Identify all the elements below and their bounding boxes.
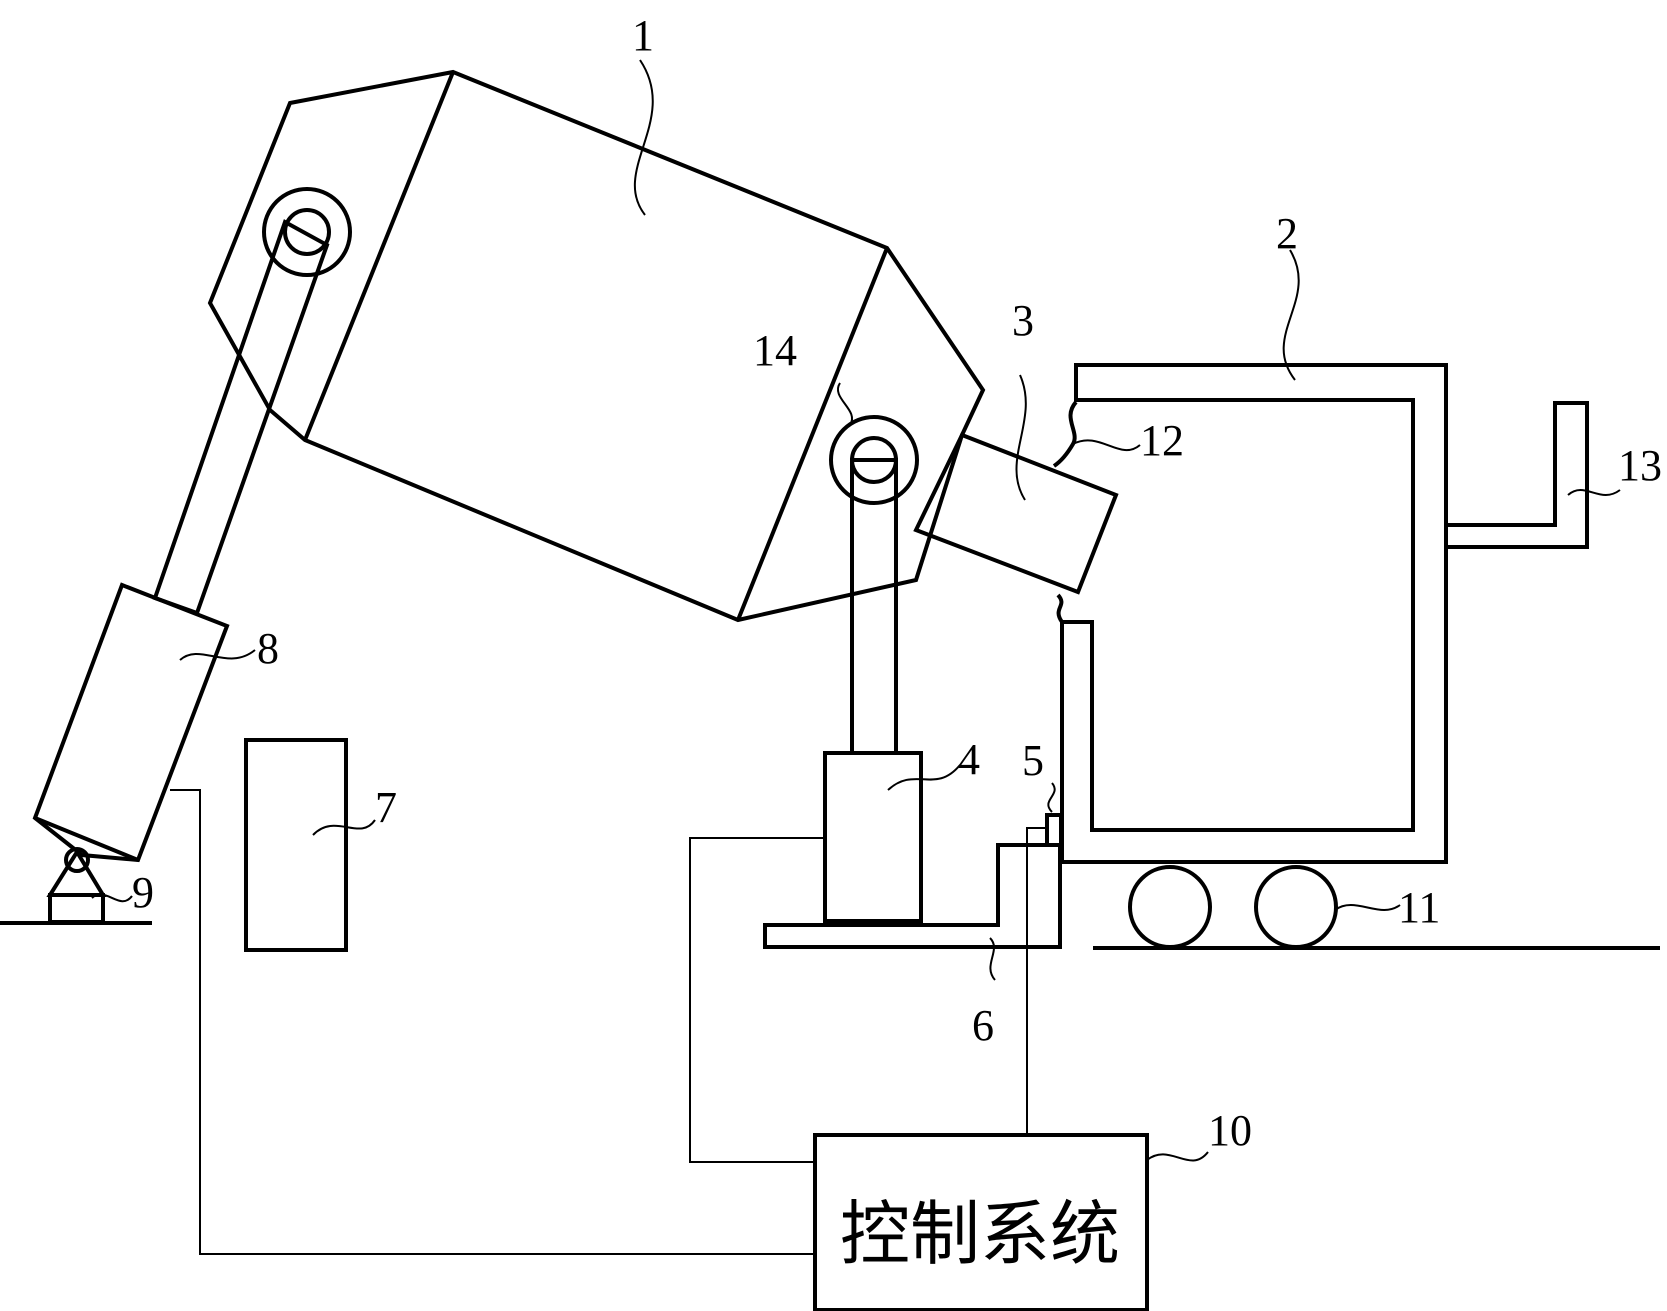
leader-1 [633, 59, 654, 216]
label-1: 1 [632, 11, 654, 60]
leader-12 [1072, 439, 1141, 452]
wheel-left [1128, 865, 1212, 949]
leader-2 [1282, 249, 1300, 381]
label-3: 3 [1012, 296, 1034, 345]
label-6: 6 [972, 1001, 994, 1050]
label-5: 5 [1022, 736, 1044, 785]
leader-10 [1146, 1151, 1209, 1162]
label-11: 11 [1398, 883, 1440, 932]
left-lift-rod [152, 219, 330, 616]
wheel-right [1254, 865, 1338, 949]
hinge-base [46, 847, 107, 924]
drive-unit-4 [823, 751, 923, 923]
control-system-box [813, 1133, 1149, 1311]
base-platform [763, 843, 1062, 949]
label-8: 8 [257, 624, 279, 673]
label-12: 12 [1140, 416, 1184, 465]
wire-sensor-to-control [1026, 827, 1047, 1135]
leader-3 [1015, 374, 1027, 501]
leader-5 [1047, 782, 1056, 813]
mixing-drum [207, 69, 986, 623]
label-10: 10 [1208, 1106, 1252, 1155]
label-13: 13 [1618, 441, 1662, 490]
leader-11 [1334, 904, 1401, 911]
leader-9 [91, 893, 133, 903]
leader-14 [837, 382, 853, 426]
lift-cylinder [32, 582, 230, 863]
truck-handle [1446, 401, 1589, 549]
left-pivot-joint [262, 187, 352, 277]
label-9: 9 [132, 868, 154, 917]
label-7: 7 [375, 783, 397, 832]
truck-body [1052, 363, 1448, 864]
wire-cylinder-to-control [170, 789, 815, 1255]
control-system-text: 控制系统 [840, 1193, 1120, 1275]
leader-7 [312, 819, 376, 836]
label-14: 14 [753, 326, 797, 375]
leader-13 [1567, 489, 1621, 496]
label-4: 4 [958, 735, 980, 784]
discharge-chute [913, 432, 1119, 595]
label-2: 2 [1276, 209, 1298, 258]
leader-8 [179, 649, 256, 661]
leader-4 [887, 764, 961, 791]
leader-6 [989, 937, 996, 981]
sensor-5 [1045, 813, 1063, 847]
wire-drive-to-control [689, 837, 825, 1163]
box-7 [244, 738, 348, 952]
